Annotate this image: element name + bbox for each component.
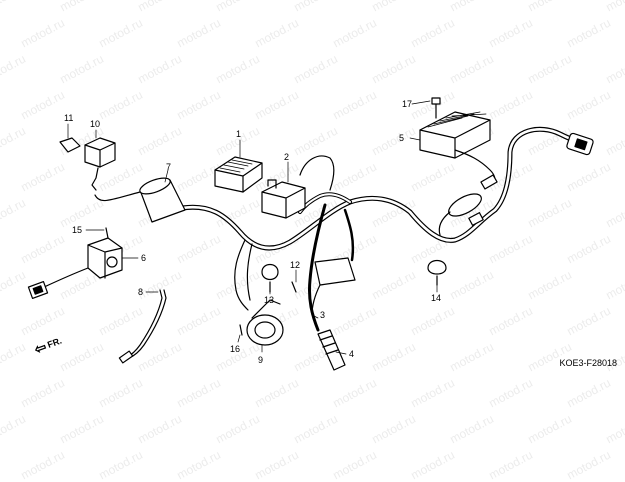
bolt-16 (239, 324, 243, 336)
callout-labels: 1 2 3 4 5 6 7 8 9 10 11 12 13 14 15 16 1… (64, 99, 441, 365)
callout-1: 1 (236, 129, 241, 139)
wire-loop (299, 155, 335, 191)
callout-13: 13 (264, 295, 274, 305)
callout-16: 16 (230, 344, 240, 354)
horn-part-9 (246, 299, 284, 346)
plug-cap-part-4 (317, 329, 346, 371)
leader-lines (67, 100, 438, 355)
bolt-15 (105, 227, 109, 239)
coil-part-7 (94, 177, 186, 223)
callout-12: 12 (290, 260, 300, 270)
bolt-12 (291, 281, 297, 293)
callout-8: 8 (138, 287, 143, 297)
relay-part-2 (261, 179, 306, 219)
callout-4: 4 (349, 349, 354, 359)
callout-14: 14 (431, 293, 441, 303)
callout-15: 15 (72, 225, 82, 235)
switch-unit-part-6 (27, 237, 123, 299)
callout-7: 7 (166, 162, 171, 172)
regulator-rectifier-part-5 (419, 111, 498, 190)
callout-2: 2 (284, 152, 289, 162)
callout-3: 3 (320, 310, 325, 320)
main-wire-harness (179, 126, 587, 332)
coupler-right (566, 132, 594, 156)
ignition-coil (311, 257, 356, 316)
callout-6: 6 (141, 253, 146, 263)
clamp-part-14 (427, 259, 447, 286)
callout-17: 17 (402, 99, 412, 109)
cdi-unit-part-1 (214, 156, 263, 193)
callout-5: 5 (399, 133, 404, 143)
callout-9: 9 (258, 355, 263, 365)
fuse-holder (438, 193, 484, 236)
clamp-part-13 (261, 263, 279, 293)
callout-10: 10 (90, 119, 100, 129)
front-label: FR. (46, 335, 64, 350)
sensor-lead-part-8 (118, 289, 167, 364)
bolt-17-head (431, 97, 441, 105)
callout-11: 11 (64, 113, 73, 123)
cap-part-11 (59, 137, 81, 153)
diagram-code: KOE3-F28018 (559, 358, 617, 368)
parts-drawing: 1 2 3 4 5 6 7 8 9 10 11 12 13 14 15 16 1… (27, 97, 594, 371)
relay-part-10 (84, 137, 116, 191)
